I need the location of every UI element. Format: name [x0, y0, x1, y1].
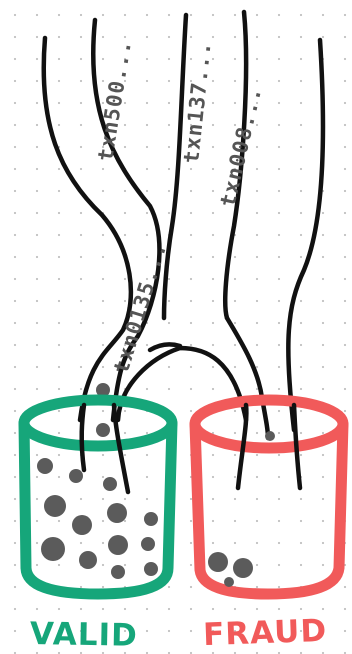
- fraud-item: [208, 552, 228, 572]
- chute-label-left: txn500...: [93, 38, 136, 163]
- chute-ends: [79, 402, 303, 495]
- falling-item: [265, 431, 275, 441]
- valid-item: [41, 537, 65, 561]
- bin-label-fraud: FRAUD: [203, 613, 328, 653]
- fraud-item: [233, 558, 253, 578]
- bin-valid-rim: [18, 394, 178, 452]
- valid-item: [44, 495, 66, 517]
- chute-right-outer: [286, 37, 326, 433]
- falling-item: [96, 383, 110, 397]
- chute-left-outer: [41, 35, 134, 423]
- chute-end-fraud-right: [291, 402, 303, 491]
- chute-diverter-cap: [147, 342, 183, 353]
- bin-fraud-items: [208, 552, 253, 587]
- fraud-item: [224, 577, 234, 587]
- valid-item: [144, 562, 158, 576]
- chute-lines: [41, 9, 326, 441]
- valid-item: [111, 565, 125, 579]
- chute-end-fraud-left: [235, 402, 249, 491]
- valid-item: [37, 458, 53, 474]
- bin-valid: [18, 394, 178, 600]
- chute-label-right: txn008...: [215, 84, 266, 209]
- valid-item: [79, 551, 97, 569]
- chute-labels: txn500... txn137... txn008... txn0135...: [93, 38, 266, 377]
- chute-middle-left: [161, 12, 189, 321]
- valid-item: [72, 515, 92, 535]
- falling-items: [96, 383, 275, 441]
- bin-fraud: [189, 394, 349, 600]
- valid-item: [103, 477, 117, 491]
- falling-item: [96, 423, 110, 437]
- valid-item: [144, 512, 158, 526]
- valid-item: [141, 537, 155, 551]
- chute-middle-right: [222, 9, 249, 321]
- valid-item: [108, 535, 128, 555]
- valid-item: [107, 503, 127, 523]
- bin-valid-body: [18, 417, 178, 600]
- bin-fraud-body: [189, 418, 349, 600]
- bin-valid-items: [37, 458, 158, 579]
- chute-end-left-inner: [111, 402, 131, 495]
- chute-left-inner: [90, 17, 162, 423]
- bin-label-valid: VALID: [30, 616, 139, 654]
- valid-item: [69, 469, 83, 483]
- chute-end-left-outer: [79, 402, 87, 473]
